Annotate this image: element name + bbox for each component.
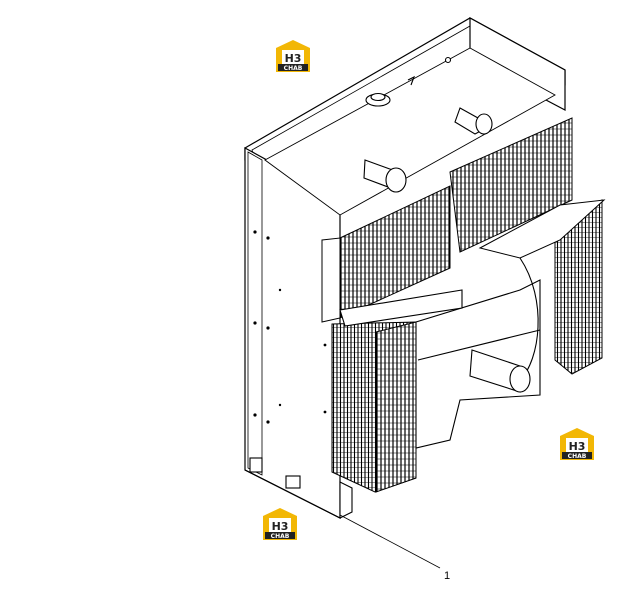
core-upper-right bbox=[449, 117, 573, 253]
callout-label-1: 1 bbox=[444, 570, 450, 582]
svg-text:H3: H3 bbox=[569, 440, 586, 453]
lower-pipe bbox=[469, 349, 531, 393]
svg-text:CHAB: CHAB bbox=[568, 453, 587, 460]
upper-pipe-left bbox=[363, 159, 407, 193]
filler-cap bbox=[365, 56, 452, 107]
core-right bbox=[478, 199, 606, 375]
watermark-logo-right: H3 CHAB bbox=[560, 428, 594, 460]
upper-pipe-right bbox=[454, 107, 493, 135]
svg-text:H3: H3 bbox=[285, 52, 302, 65]
watermark-logo-bottom: H3 CHAB bbox=[263, 508, 297, 540]
core-lower-left bbox=[331, 321, 417, 493]
svg-text:H3: H3 bbox=[272, 520, 289, 533]
svg-text:CHAB: CHAB bbox=[271, 533, 290, 540]
watermark-logo-top: H3 CHAB bbox=[276, 40, 310, 72]
svg-text:CHAB: CHAB bbox=[284, 65, 303, 72]
core-upper-left bbox=[321, 185, 451, 323]
leader-line bbox=[339, 514, 441, 569]
bottom-feet bbox=[244, 457, 353, 519]
